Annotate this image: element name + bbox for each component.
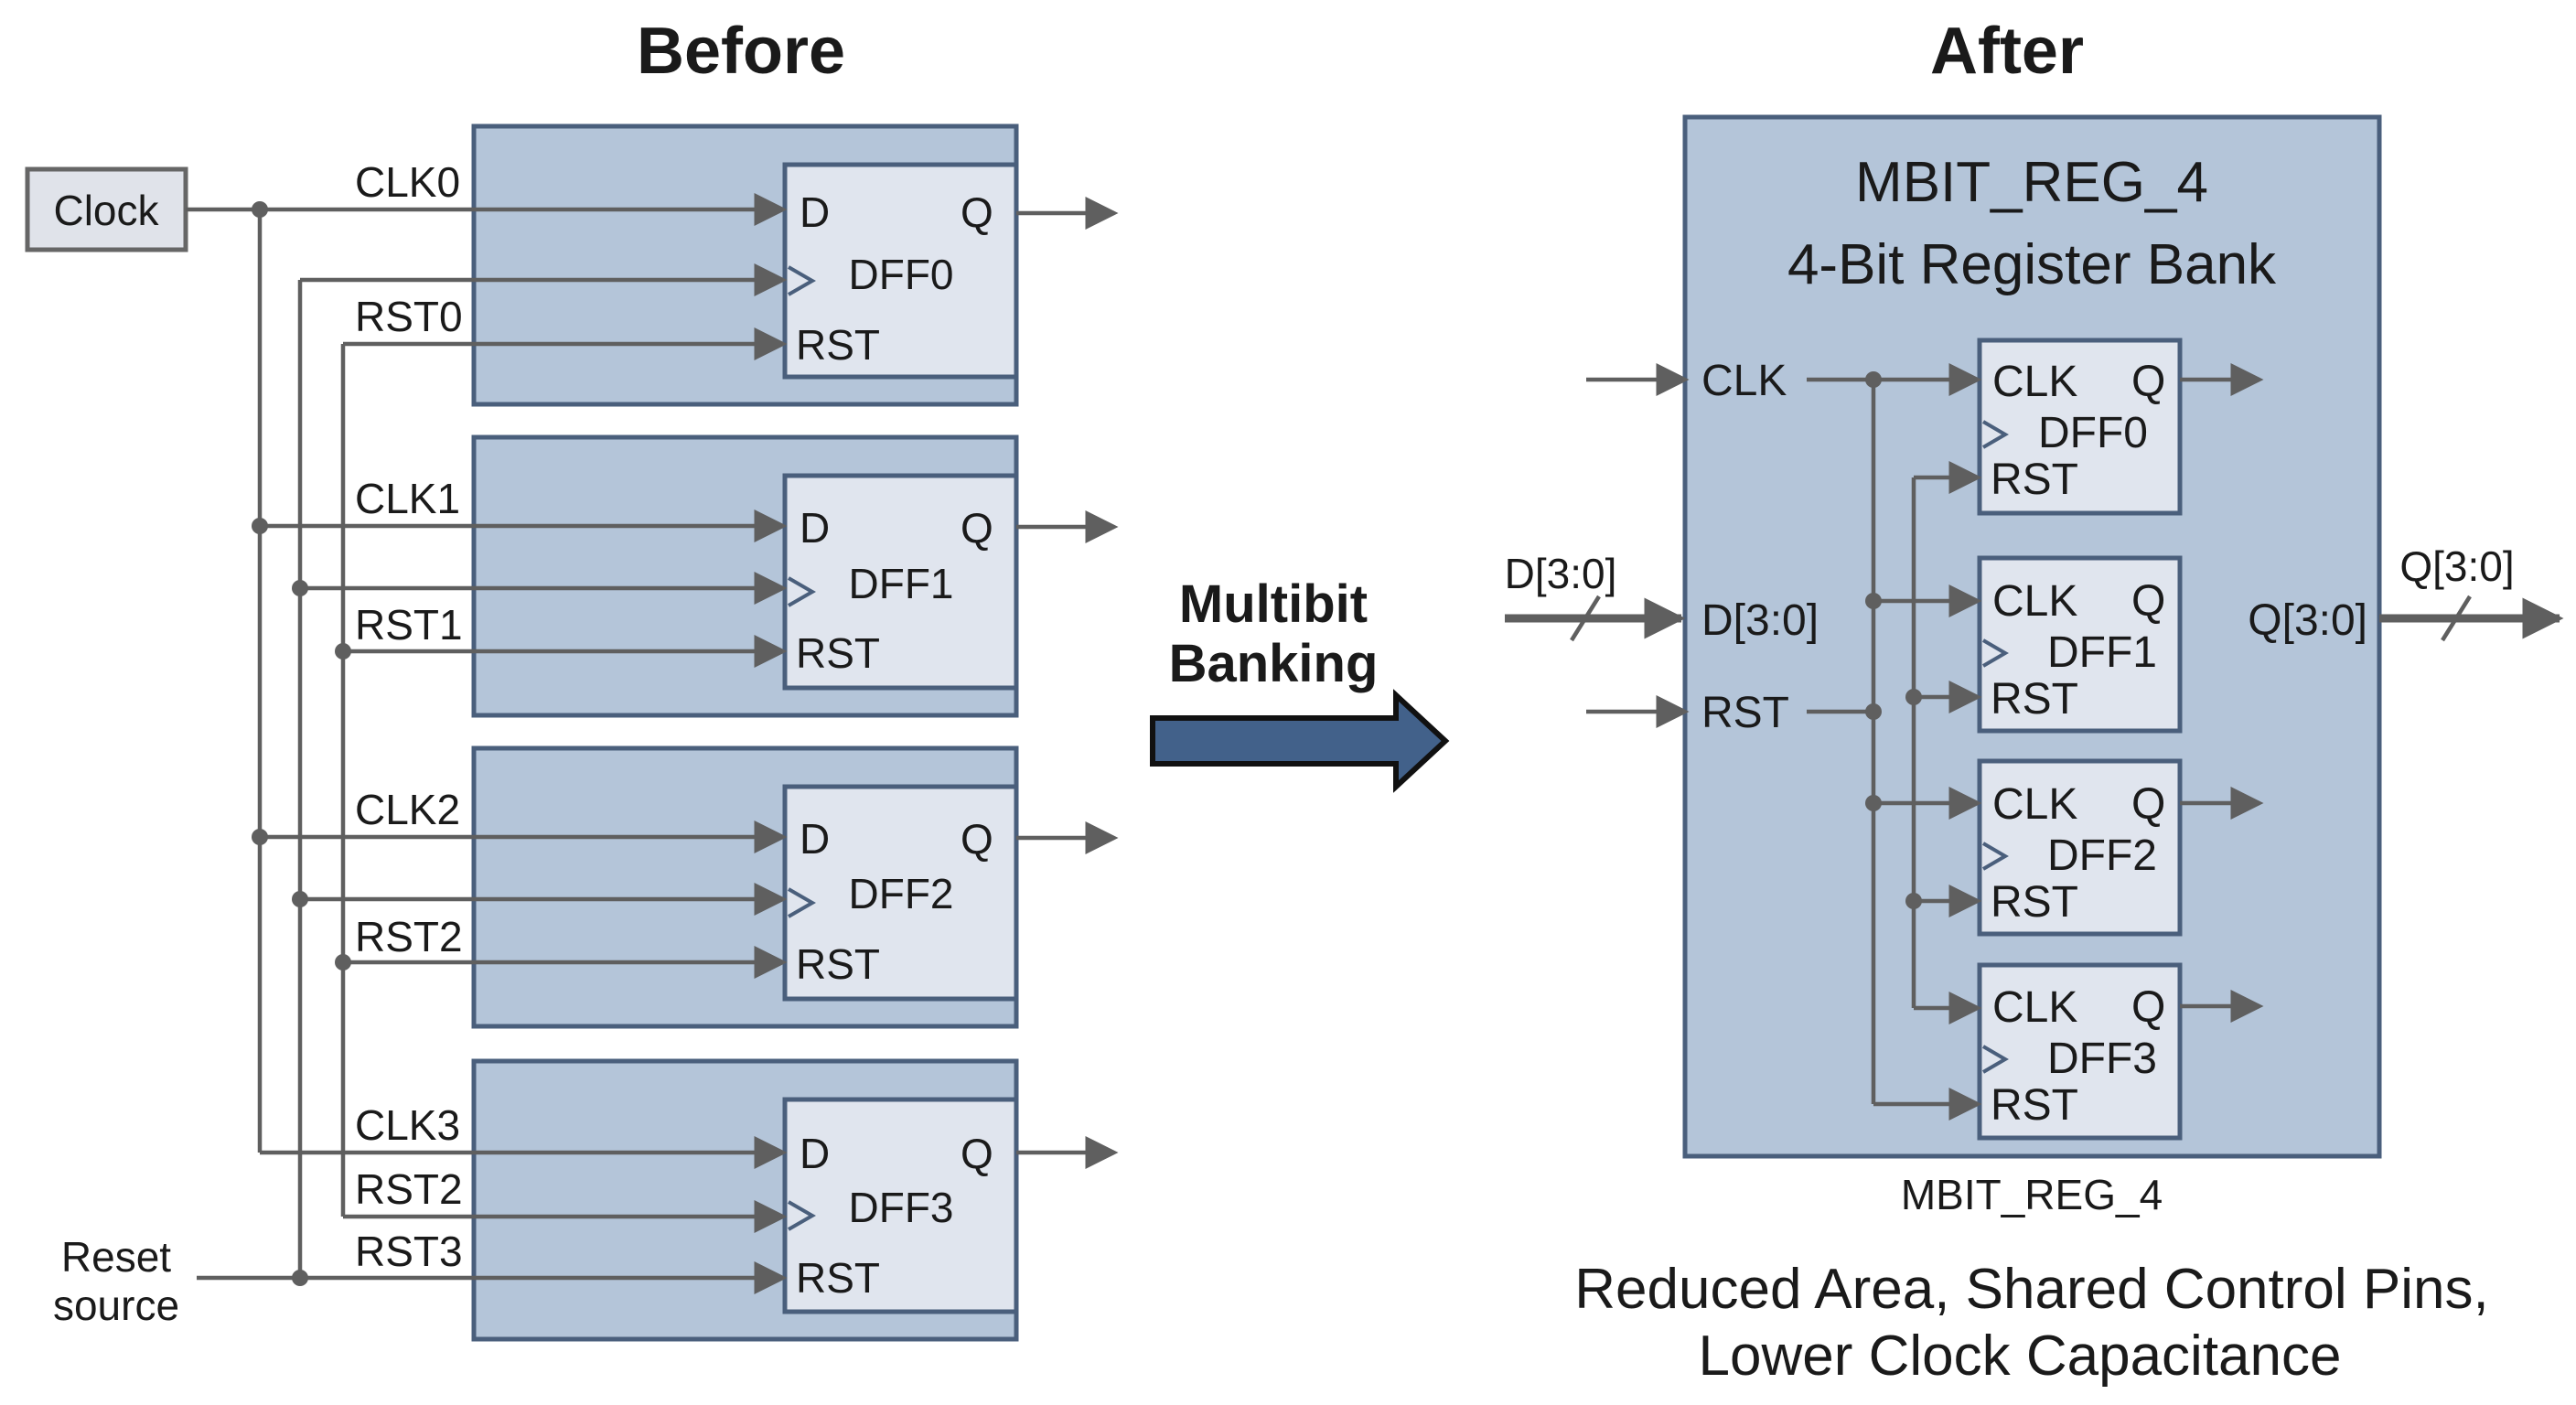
block-pin-q: Q[3:0] xyxy=(2248,596,2367,645)
cell-name-label: DFF1 xyxy=(849,560,954,607)
pin-q-label: Q xyxy=(2131,358,2165,406)
block-title: MBIT_REG_4 xyxy=(1855,151,2208,214)
junction-dot xyxy=(1865,795,1882,811)
junction-dot xyxy=(335,643,351,660)
pin-q-label: Q xyxy=(961,188,993,236)
block-pin-clk: CLK xyxy=(1701,357,1787,405)
ext-q-label: Q[3:0] xyxy=(2399,542,2514,590)
pin-clk-label: CLK xyxy=(1992,983,2077,1032)
pin-rst-label: RST xyxy=(796,321,880,369)
after-dff-1 xyxy=(1977,555,2183,734)
net-label-rst2: RST2 xyxy=(355,913,463,960)
banking-arrow-icon xyxy=(1150,689,1450,793)
clock-pin-triangle-icon xyxy=(788,1200,817,1231)
net-label-rst2-b: RST2 xyxy=(355,1165,463,1213)
block-subtitle: 4-Bit Register Bank xyxy=(1787,233,2277,296)
bus-slash xyxy=(2441,595,2472,642)
banking-label: Multibit xyxy=(1179,574,1368,634)
net-label-clk3: CLK3 xyxy=(355,1101,460,1149)
pin-rst-label: RST xyxy=(796,1254,880,1302)
cell-name-label: DFF2 xyxy=(2047,831,2157,880)
clock-pin-triangle-icon xyxy=(788,265,817,296)
pin-clk-label: CLK xyxy=(1992,358,2077,406)
junction-dot xyxy=(252,201,268,218)
cell-name-label: DFF1 xyxy=(2047,628,2157,677)
clock-pin-triangle-icon xyxy=(788,576,817,607)
clock-pin-triangle-icon xyxy=(1981,1045,2009,1074)
pin-d-label: D xyxy=(800,1130,830,1177)
clock-pin-triangle-icon xyxy=(1981,420,2009,449)
pin-d-label: D xyxy=(800,188,830,236)
pin-q-label: Q xyxy=(961,1130,993,1177)
bus-slash xyxy=(1570,595,1601,642)
ext-d-label: D[3:0] xyxy=(1505,550,1617,597)
junction-dot xyxy=(1865,703,1882,720)
junction-dot xyxy=(1905,893,1922,909)
pin-rst-label: RST xyxy=(1991,675,2078,724)
junction-dot xyxy=(1905,689,1922,705)
clock-pin-triangle-icon xyxy=(1981,842,2009,871)
benefits-text: Lower Clock Capacitance xyxy=(1698,1325,2341,1388)
reset-source-label: source xyxy=(53,1282,179,1329)
before-dff-0 xyxy=(782,162,1019,380)
pin-clk-label: CLK xyxy=(1992,780,2077,829)
junction-dot xyxy=(252,518,268,534)
clock-pin-triangle-icon xyxy=(1981,638,2009,668)
cell-name-label: DFF3 xyxy=(849,1184,954,1231)
net-label-clk0: CLK0 xyxy=(355,158,460,206)
net-label-rst0: RST0 xyxy=(355,293,463,340)
junction-dot xyxy=(1865,593,1882,609)
clock-source-label: Clock xyxy=(53,187,159,234)
block-caption: MBIT_REG_4 xyxy=(1901,1171,2163,1218)
after-dff-0 xyxy=(1977,338,2183,516)
junction-dot xyxy=(252,829,268,845)
before-dff-2 xyxy=(782,784,1019,1002)
pin-q-label: Q xyxy=(961,504,993,552)
junction-dot xyxy=(335,954,351,971)
block-pin-d: D[3:0] xyxy=(1701,596,1819,645)
pin-rst-label: RST xyxy=(796,629,880,677)
cell-name-label: DFF0 xyxy=(2038,409,2148,457)
cell-name-label: DFF0 xyxy=(849,251,954,298)
cell-name-label: DFF2 xyxy=(849,870,954,917)
benefits-text: Reduced Area, Shared Control Pins, xyxy=(1574,1258,2488,1321)
junction-dot xyxy=(1865,371,1882,388)
net-label-rst1: RST1 xyxy=(355,601,463,649)
pin-d-label: D xyxy=(800,504,830,552)
net-label-clk1: CLK1 xyxy=(355,475,460,522)
pin-q-label: Q xyxy=(961,815,993,863)
pin-d-label: D xyxy=(800,815,830,863)
net-label-rst3: RST3 xyxy=(355,1228,463,1275)
junction-dot xyxy=(292,1270,308,1286)
banking-label: Banking xyxy=(1169,634,1379,693)
junction-dot xyxy=(292,891,308,907)
pin-rst-label: RST xyxy=(796,940,880,988)
after-dff-2 xyxy=(1977,758,2183,937)
before-title: Before xyxy=(637,15,845,88)
pin-q-label: Q xyxy=(2131,577,2165,626)
pin-rst-label: RST xyxy=(1991,878,2078,927)
pin-q-label: Q xyxy=(2131,780,2165,829)
after-dff-3 xyxy=(1977,962,2183,1141)
pin-clk-label: CLK xyxy=(1992,577,2077,626)
cell-name-label: DFF3 xyxy=(2047,1035,2157,1083)
pin-rst-label: RST xyxy=(1991,456,2078,504)
pin-q-label: Q xyxy=(2131,983,2165,1032)
net-label-clk2: CLK2 xyxy=(355,786,460,833)
block-pin-rst: RST xyxy=(1701,689,1789,737)
pin-rst-label: RST xyxy=(1991,1081,2078,1130)
clock-pin-triangle-icon xyxy=(788,887,817,918)
reset-source-label: Reset xyxy=(61,1233,171,1281)
junction-dot xyxy=(292,580,308,596)
after-title: After xyxy=(1930,15,2084,88)
